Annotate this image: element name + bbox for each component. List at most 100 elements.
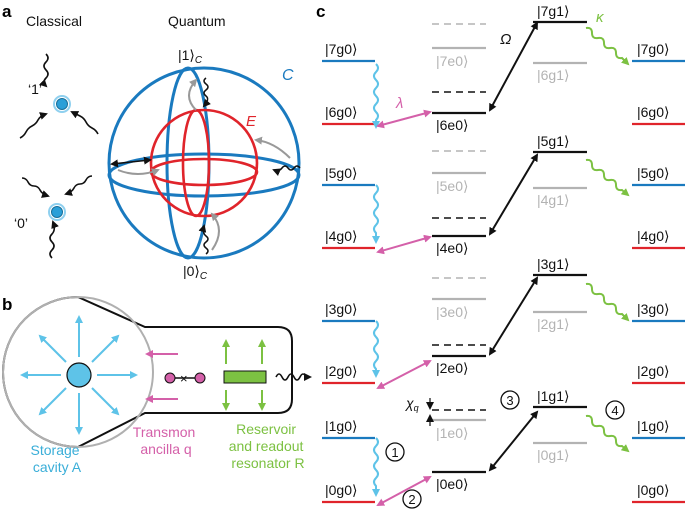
level-label: |2g1⟩ (537, 316, 569, 332)
level-label: |0e0⟩ (436, 476, 468, 492)
correction-arrow (117, 168, 160, 176)
level-label: |3g0⟩ (325, 301, 357, 317)
level-label: |2g0⟩ (637, 363, 669, 379)
level-label: |5g1⟩ (537, 133, 569, 149)
level-label: |0g1⟩ (537, 447, 569, 463)
level-label: |1g0⟩ (637, 418, 669, 434)
noise-arrow (110, 156, 152, 168)
lambda-coupling-arrow (376, 109, 432, 129)
level-label: |4g1⟩ (537, 192, 569, 208)
lambda-label: λ (395, 95, 403, 112)
level-label: |0g0⟩ (325, 482, 357, 498)
kappa-label: κ (596, 9, 605, 26)
level-label: |1e0⟩ (436, 425, 468, 441)
kappa-decay-arrow (585, 26, 630, 66)
chi-label: χq (404, 395, 419, 413)
classical-bit-zero (21, 175, 93, 259)
omega-drive-arrow (488, 153, 539, 236)
cavity-arrow (91, 387, 120, 416)
cavity-decay-arrow (372, 63, 380, 129)
level-label: |1g0⟩ (325, 418, 357, 434)
sphere-code-label: C (282, 67, 294, 84)
output-signal (275, 373, 312, 381)
panel-b-label: b (2, 295, 12, 314)
state-zero-label: ‘0’ (14, 215, 28, 231)
readout-resonator (223, 370, 267, 384)
svg-text:2: 2 (408, 492, 415, 507)
level-label: |7g0⟩ (637, 41, 669, 57)
level-label: |6e0⟩ (436, 117, 468, 133)
level-label: |3e0⟩ (436, 304, 468, 320)
cavity-decay-arrow (372, 184, 380, 244)
device-schematic: × (2, 295, 312, 449)
omega-label: Ω (500, 31, 511, 48)
energy-level-diagram: |7g0⟩ |6g0⟩ |5g0⟩ |4g0⟩ |3g0⟩ |2g0⟩ |1g0⟩ |0g0⟩… (322, 3, 685, 504)
storage-label: Storage cavity A (31, 442, 84, 475)
transitions (372, 21, 630, 506)
lambda-coupling-arrow (376, 360, 432, 389)
step-marker-4: 4 (605, 400, 625, 420)
level-label: |4e0⟩ (436, 240, 468, 256)
quantum-title: Quantum (168, 13, 226, 29)
correction-arrow (254, 136, 291, 159)
cavity-arrow (38, 387, 67, 416)
storage-cavity (2, 296, 154, 448)
level-label: |0g0⟩ (637, 482, 669, 498)
josephson-junction-icon: × (180, 371, 188, 386)
level-label: |3g0⟩ (637, 301, 669, 317)
level-label: |4g0⟩ (325, 228, 357, 244)
cavity-arrow (91, 334, 120, 363)
correction-arrow (210, 212, 220, 251)
svg-text:1: 1 (391, 445, 398, 460)
level-label: |6g0⟩ (325, 104, 357, 120)
reservoir-label: Reservoir and readout resonator R (229, 421, 308, 471)
cavity-decay-arrow (372, 320, 380, 378)
level-label: |4g0⟩ (637, 228, 669, 244)
correction-arrow (188, 78, 198, 111)
noise-arrow (64, 175, 93, 196)
transmon-pad (164, 372, 176, 384)
level-label: |7g0⟩ (325, 41, 357, 57)
kappa-decay-arrow (585, 158, 630, 197)
noise-arrow (49, 220, 59, 259)
sphere-error-label: E (246, 113, 257, 130)
classical-title: Classical (26, 13, 82, 29)
svg-text:3: 3 (506, 393, 513, 408)
transmon-pad (194, 372, 206, 384)
noise-arrow (19, 112, 48, 139)
omega-drive-arrow (489, 21, 538, 112)
cavity-arrow (38, 334, 67, 363)
svg-text:4: 4 (611, 403, 618, 418)
level-label: |7g1⟩ (537, 3, 569, 19)
classical-bit-one (19, 53, 99, 139)
level-label: |5g0⟩ (637, 165, 669, 181)
noise-arrow (198, 224, 209, 255)
noise-arrow (21, 177, 50, 198)
kappa-decay-arrow (585, 282, 630, 322)
bloch-sphere (107, 66, 301, 260)
kappa-decay-arrow (585, 414, 630, 453)
noise-arrow (70, 111, 99, 135)
top-pole-label: |1⟩C (178, 47, 203, 66)
transmon-label: Transmon ancilla q (133, 424, 199, 457)
noise-arrow (38, 53, 49, 88)
noise-arrow (202, 77, 211, 108)
bottom-pole-label: |0⟩C (183, 263, 208, 282)
panel-a-label: a (2, 2, 12, 21)
state-one-label: ‘1’ (28, 81, 42, 97)
level-label: |6g0⟩ (637, 104, 669, 120)
step-marker-2: 2 (402, 489, 422, 509)
omega-drive-arrow (488, 276, 539, 356)
cavity-decay-arrow (372, 437, 380, 497)
step-marker-3: 3 (500, 390, 520, 410)
omega-drive-arrow (488, 410, 539, 472)
storage-center (66, 362, 92, 388)
level-label: |2g0⟩ (325, 363, 357, 379)
noise-arrow (272, 165, 301, 176)
level-label: |5e0⟩ (436, 178, 468, 194)
lambda-coupling-arrow (376, 476, 432, 506)
step-marker-1: 1 (385, 442, 405, 462)
level-label: |1g1⟩ (537, 388, 569, 404)
level-label: |5g0⟩ (325, 165, 357, 181)
